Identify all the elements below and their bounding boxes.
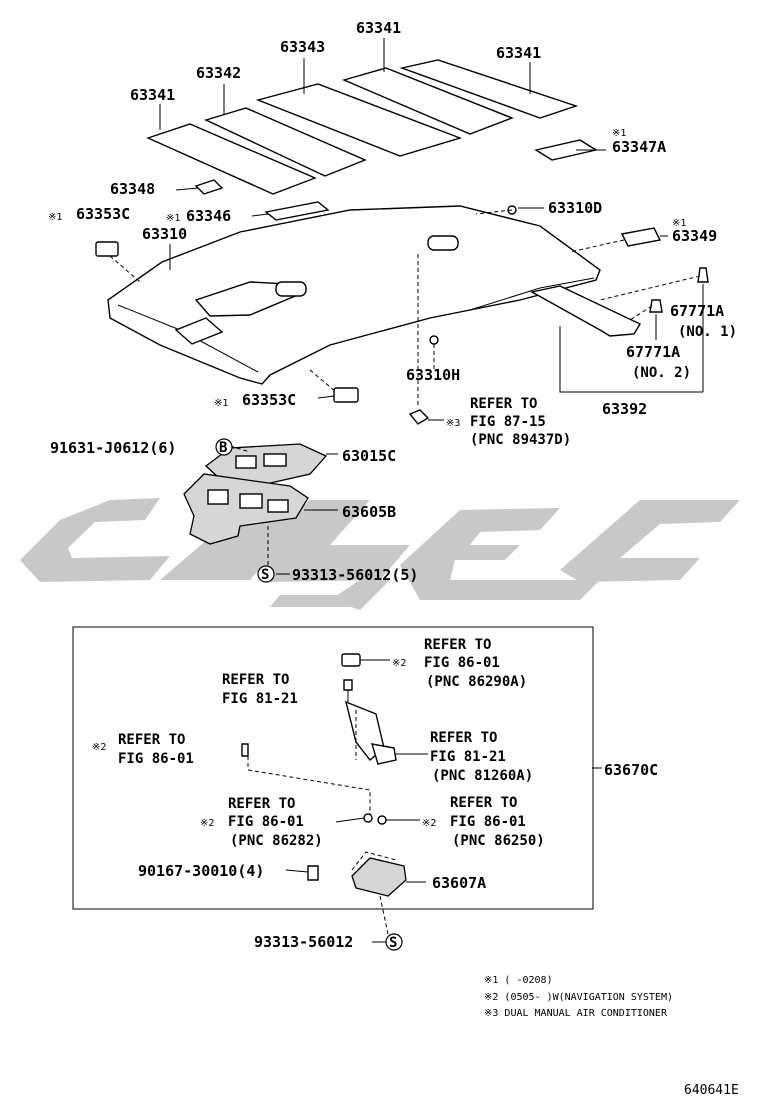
connector-86282 (363, 813, 373, 823)
ref-c-line2: FIG 81-21 (430, 749, 506, 765)
label-63341-mid: 63341 (356, 19, 401, 37)
circle-s-marker-top (257, 565, 275, 583)
ref-e-line2: FIG 86-01 (228, 814, 304, 830)
retainer-63353c-top (95, 241, 119, 257)
watermark-logo (20, 498, 740, 610)
mark3-ref-top: ※3 (446, 418, 460, 429)
mark1-63353c-bottom: ※1 (214, 398, 228, 409)
leader-lines (109, 38, 704, 943)
mark2-ref-e: ※2 (200, 818, 214, 829)
clips-and-fasteners (95, 205, 709, 425)
pad-63343 (255, 83, 463, 157)
lamp-63607a (351, 857, 407, 897)
pad-63348 (194, 179, 224, 195)
label-63310: 63310 (142, 225, 187, 243)
ref-e-line3: (PNC 86282) (230, 833, 323, 849)
retainer-63353c-bottom (333, 387, 359, 403)
label-63392: 63392 (602, 400, 647, 418)
ref-d-line1: REFER TO (118, 732, 185, 748)
circle-s-letter-top: S (261, 567, 269, 583)
mark1-63346: ※1 (166, 213, 180, 224)
ref-b-line2: FIG 81-21 (222, 691, 298, 707)
ref-a-line2: FIG 86-01 (424, 655, 500, 671)
label-63015c: 63015C (342, 447, 396, 465)
label-63310d: 63310D (548, 199, 602, 217)
circle-b-letter: B (219, 440, 227, 456)
ref-f-line3: (PNC 86250) (452, 833, 545, 849)
footnotes: ※1 ( -0208) ※2 (0505- )W(NAVIGATION SYST… (484, 975, 673, 1019)
mark2-ref-f: ※2 (422, 818, 436, 829)
label-67771a-no2: 67771A (626, 343, 680, 361)
silencer-pads (146, 59, 662, 247)
lamp-parts (241, 653, 407, 897)
pad-63341-left (146, 123, 317, 195)
switch-86290a (341, 653, 361, 667)
mark1-63349: ※1 (672, 218, 686, 229)
label-63346: 63346 (186, 207, 231, 225)
pad-63349 (620, 227, 662, 247)
console-frame-63605b (183, 473, 309, 545)
label-63343: 63343 (280, 38, 325, 56)
circle-s-letter-bottom: S (389, 935, 397, 951)
pad-63342 (204, 107, 367, 177)
bolt-fig81-21-top (343, 679, 353, 691)
label-63670c: 63670C (604, 761, 658, 779)
ref-top-line1: REFER TO (470, 396, 537, 412)
ref-c-line3: (PNC 81260A) (432, 768, 533, 784)
label-63310h: 63310H (406, 366, 460, 384)
circle-b-marker (215, 438, 233, 456)
mark2-ref-a: ※2 (392, 658, 406, 669)
ref-top-line3: (PNC 89437D) (470, 432, 571, 448)
connector-81260a (371, 743, 397, 765)
label-93313-5: 93313-56012(5) (292, 566, 418, 584)
clip-63310h (429, 335, 439, 345)
label-63342: 63342 (196, 64, 241, 82)
mark1-63347a: ※1 (612, 128, 626, 139)
circle-s-marker-bottom (385, 933, 403, 951)
roof-headliner-63310 (107, 205, 601, 385)
mark2-ref-d: ※2 (92, 742, 106, 753)
ref-d-line2: FIG 86-01 (118, 751, 194, 767)
figure-code: 640641E (684, 1083, 739, 1098)
label-90167: 90167-30010(4) (138, 862, 264, 880)
pad-63341-mid (341, 67, 514, 135)
ref-b-line1: REFER TO (222, 672, 289, 688)
bolt-fig86-01-left (241, 743, 249, 757)
ref-f-line2: FIG 86-01 (450, 814, 526, 830)
ref-a-line3: (PNC 86290A) (426, 674, 527, 690)
footnote-2: ※2 (0505- )W(NAVIGATION SYSTEM) (484, 992, 673, 1003)
screw-90167 (307, 865, 319, 881)
label-67771a-no1: 67771A (670, 302, 724, 320)
ref-f-line1: REFER TO (450, 795, 517, 811)
label-63349: 63349 (672, 227, 717, 245)
footnote-1: ※1 ( -0208) (484, 975, 553, 986)
ref-a-line1: REFER TO (424, 637, 491, 653)
clip-89437d (408, 409, 430, 425)
clip-67771a-no2 (649, 299, 663, 313)
label-63348: 63348 (110, 180, 155, 198)
pad-63341-right (399, 59, 579, 119)
label-63353c-top: 63353C (76, 205, 130, 223)
part-labels: 63341 63342 63343 63341 63341 ※1 63347A … (48, 19, 737, 951)
label-91631: 91631-J0612(6) (50, 439, 176, 457)
label-63607a: 63607A (432, 874, 486, 892)
ref-c-line1: REFER TO (430, 730, 497, 746)
ref-top-line2: FIG 87-15 (470, 414, 546, 430)
clip-67771a-no1 (697, 267, 709, 283)
connector-86250 (377, 815, 387, 825)
footnote-3: ※3 DUAL MANUAL AIR CONDITIONER (484, 1008, 668, 1019)
label-63341-right: 63341 (496, 44, 541, 62)
label-no1: (NO. 1) (678, 324, 737, 340)
label-63347a: 63347A (612, 138, 666, 156)
ref-e-line1: REFER TO (228, 796, 295, 812)
pad-63346 (264, 201, 330, 221)
label-63353c-bottom: 63353C (242, 391, 296, 409)
label-63605b: 63605B (342, 503, 396, 521)
label-no2: (NO. 2) (632, 365, 691, 381)
roof-rail-63392 (530, 285, 641, 337)
label-63341-left: 63341 (130, 86, 175, 104)
mark1-63353c-top: ※1 (48, 212, 62, 223)
label-93313: 93313-56012 (254, 933, 353, 951)
